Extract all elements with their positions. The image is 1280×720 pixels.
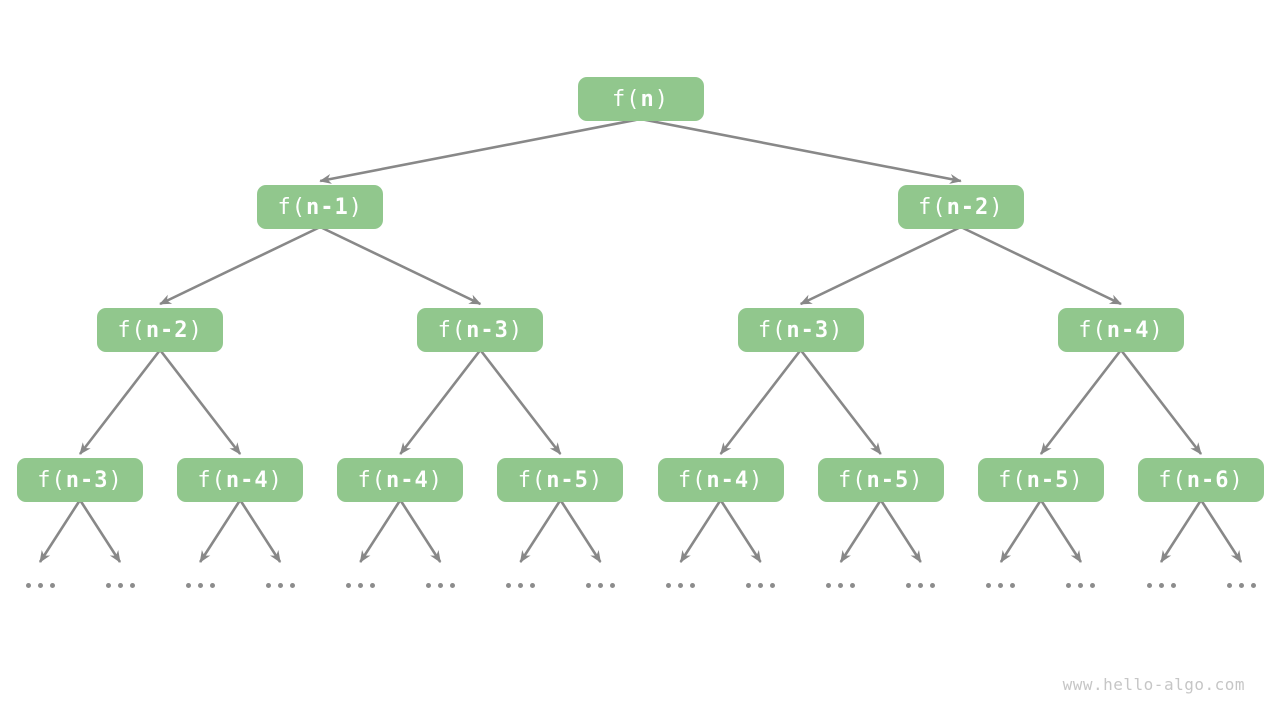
- tree-edge-arrow: [799, 349, 882, 455]
- tree-edge-arrow: [640, 117, 962, 184]
- tree-edge-arrow: [38, 499, 82, 563]
- tree-edge-arrow: [1039, 499, 1082, 563]
- tree-edge-arrow: [719, 349, 802, 455]
- tree-edge-arrow: [239, 499, 282, 563]
- tree-edge-arrow: [1159, 499, 1203, 563]
- tree-edge-arrow: [839, 499, 882, 563]
- tree-edge-arrow: [319, 117, 641, 184]
- tree-edge-arrow: [399, 349, 482, 455]
- tree-edge-arrow: [799, 225, 962, 306]
- tree-edge-arrow: [78, 499, 122, 563]
- tree-edge-arrow: [679, 499, 722, 563]
- tree-edge-arrow: [159, 349, 242, 455]
- tree-edge-arrow: [719, 499, 762, 563]
- tree-edge-arrow: [78, 349, 162, 455]
- tree-edge-arrow: [1039, 349, 1123, 455]
- watermark-text: www.hello-algo.com: [1062, 675, 1245, 694]
- tree-edge-arrow: [159, 225, 321, 306]
- tree-edge-arrow: [199, 499, 242, 563]
- tree-edge-arrow: [1119, 349, 1203, 455]
- tree-edge-arrow: [319, 225, 482, 306]
- tree-edge-arrow: [479, 349, 562, 455]
- tree-edge-arrow: [519, 499, 562, 563]
- tree-edge-arrow: [399, 499, 442, 563]
- tree-edge-arrow: [999, 499, 1042, 563]
- tree-edge-arrow: [1199, 499, 1243, 563]
- tree-edge-arrow: [879, 499, 922, 563]
- tree-edge-arrow: [359, 499, 402, 563]
- tree-edge-arrow: [960, 225, 1122, 306]
- tree-edge-arrow: [559, 499, 602, 563]
